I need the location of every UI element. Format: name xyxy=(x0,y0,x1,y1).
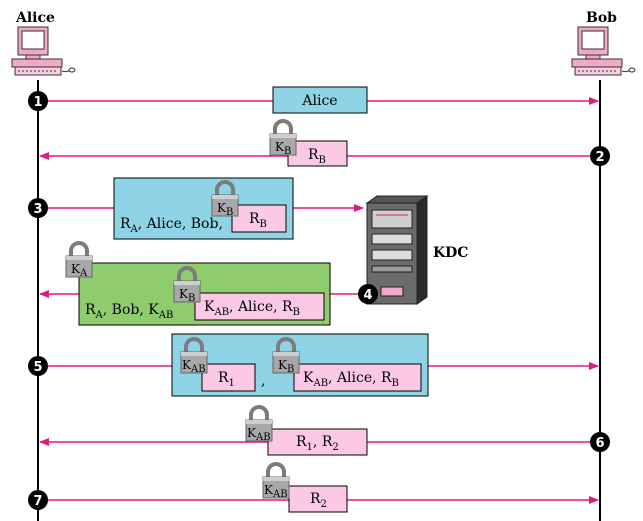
kdc-server-icon xyxy=(365,195,429,305)
svg-text:1: 1 xyxy=(33,95,42,110)
alice-computer-icon xyxy=(11,26,76,76)
svg-text:6: 6 xyxy=(595,436,604,451)
message-1-text: Alice xyxy=(301,93,337,109)
message-5-left-box xyxy=(201,363,256,392)
step-badge-1: 1 xyxy=(28,91,48,111)
message-3-inner-text: RB xyxy=(249,211,267,230)
svg-text:KAB: KAB xyxy=(264,483,288,500)
message-5-right-box xyxy=(293,363,422,392)
message-1-box xyxy=(272,86,368,114)
svg-text:KA: KA xyxy=(71,262,88,279)
message-5-right-text: KAB, Alice, RB xyxy=(303,370,399,389)
message-3-outer-text: RA, Alice, Bob, xyxy=(120,216,223,235)
lock-kab-icon: KAB xyxy=(244,405,274,443)
message-7-text: R2 xyxy=(310,491,327,510)
step-badge-3: 3 xyxy=(28,198,48,218)
alice-label: Alice xyxy=(15,10,55,26)
message-2-box xyxy=(287,140,348,167)
lock-kb-icon: KB xyxy=(268,119,298,157)
message-7-box xyxy=(288,485,348,513)
message-4-inner-box xyxy=(194,292,325,321)
bob-label: Bob xyxy=(586,10,617,26)
svg-text:KAB: KAB xyxy=(182,358,206,375)
svg-text:KB: KB xyxy=(275,140,291,157)
message-3-inner-box xyxy=(231,204,287,233)
step-badge-7: 7 xyxy=(28,490,48,510)
message-4-inner-text: KAB, Alice, RB xyxy=(204,299,300,318)
message-6-box xyxy=(267,428,368,456)
step-badge-4: 4 xyxy=(358,284,378,304)
bob-computer-icon xyxy=(571,26,636,76)
message-5-left-text: R1 xyxy=(218,370,235,389)
lock-ka-icon: KA xyxy=(64,241,94,279)
svg-text:5: 5 xyxy=(33,360,42,375)
step-badge-2: 2 xyxy=(590,146,610,166)
step-badge-5: 5 xyxy=(28,356,48,376)
lock-kab-icon: KAB xyxy=(261,462,291,500)
svg-text:KB: KB xyxy=(217,201,233,218)
lock-kb-icon: KB xyxy=(210,180,240,218)
lock-kb-icon: KB xyxy=(271,337,301,375)
svg-text:KB: KB xyxy=(179,287,195,304)
step-badge-6: 6 xyxy=(590,432,610,452)
message-2-text: RB xyxy=(308,147,326,166)
kdc-label: KDC xyxy=(433,245,468,261)
message-4-outer-text: RA, Bob, KAB xyxy=(85,302,173,321)
svg-text:4: 4 xyxy=(363,288,372,303)
lock-kab-icon: KAB xyxy=(179,337,209,375)
message-5-separator: , xyxy=(261,373,265,389)
svg-text:3: 3 xyxy=(33,202,42,217)
message-6-text: R1, R2 xyxy=(296,434,339,453)
lock-kb-icon: KB xyxy=(172,266,202,304)
svg-text:2: 2 xyxy=(595,150,604,165)
svg-text:7: 7 xyxy=(33,494,42,509)
svg-text:KAB: KAB xyxy=(247,426,271,443)
svg-text:KB: KB xyxy=(278,358,294,375)
